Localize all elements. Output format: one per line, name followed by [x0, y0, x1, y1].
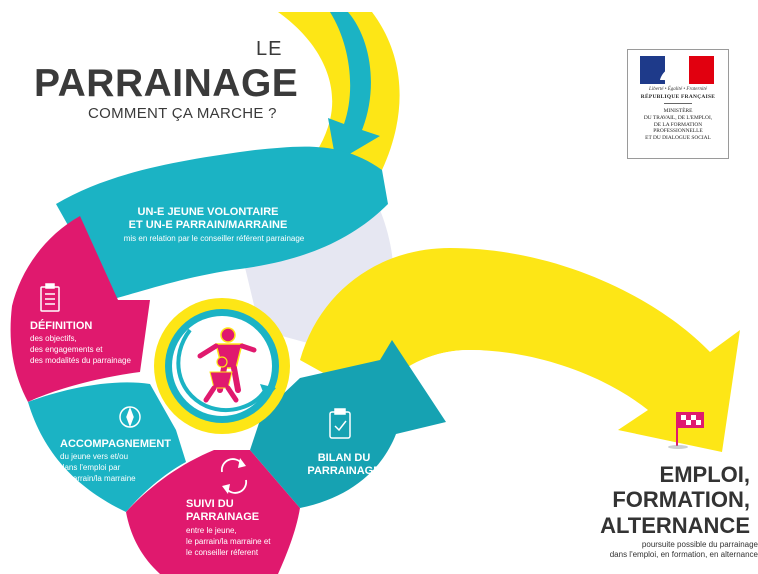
bilan-title: BILAN DU PARRAINAGE	[304, 452, 384, 478]
suivi-body-line2: le parrain/la marraine et	[186, 536, 271, 546]
accompagnement-body-line1: du jeune vers et/ou	[60, 452, 129, 461]
republic-flag-icon	[640, 56, 714, 84]
center-arc-arrowhead	[260, 384, 276, 400]
page-title: PARRAINAGE	[34, 62, 299, 105]
match-title: UN-E JEUNE VOLONTAIRE ET UN-E PARRAIN/MA…	[100, 206, 316, 232]
logo-republic: RÉPUBLIQUE FRANÇAISE	[640, 94, 716, 100]
checklist-icon	[40, 283, 60, 312]
bilan-block	[250, 340, 446, 508]
page-subtitle: COMMENT ÇA MARCHE ?	[88, 105, 277, 122]
definition-body-line3: des modalités du parrainage	[30, 355, 131, 365]
accompagnement-body-line2: dans l'emploi par	[60, 462, 121, 472]
suivi-body: entre le jeune, le parrain/la marraine e…	[186, 526, 306, 558]
suivi-body-line3: le conseiller réferent	[186, 547, 259, 557]
bilan-title-line1: BILAN DU	[317, 452, 371, 464]
match-block	[56, 146, 388, 300]
refresh-icon	[220, 458, 248, 494]
accompagnement-body-line3: le parrain/la marraine	[60, 473, 136, 483]
right-arrow-notch	[372, 350, 588, 410]
compass-icon	[119, 406, 141, 428]
suivi-block	[126, 450, 300, 574]
top-teal-arrow	[328, 12, 380, 162]
accompagnement-block	[28, 382, 186, 512]
suivi-title-line2: PARRAINAGE	[186, 511, 260, 524]
definition-block	[10, 216, 150, 402]
match-body: mis en relation par le conseiller référe…	[123, 234, 305, 243]
center-arc-arrow	[176, 328, 266, 412]
accompagnement-body: du jeune vers et/ou dans l'emploi par le…	[60, 452, 170, 484]
people-icon	[197, 327, 257, 403]
suivi-title: SUIVI DU PARRAINAGE	[186, 498, 259, 524]
right-yellow-arrow	[300, 248, 740, 452]
flag-shadow	[668, 445, 688, 449]
bilan-title-line2: PARRAINAGE	[307, 465, 381, 478]
destination-body: poursuite possible du parrainage dans l'…	[609, 540, 758, 560]
definition-body: des objectifs, des engagements et des mo…	[30, 334, 150, 366]
suivi-body-line1: entre le jeune,	[186, 526, 237, 535]
ministry-logo: Liberté • Égalité • Fraternité RÉPUBLIQU…	[627, 49, 729, 159]
match-title-line1: UN-E JEUNE VOLONTAIRE	[137, 206, 279, 218]
logo-divider	[664, 103, 692, 104]
logo-ministry: MINISTÈRE DU TRAVAIL, DE L'EMPLOI, DE LA…	[643, 108, 713, 141]
accompagnement-title: ACCOMPAGNEMENT	[60, 438, 172, 450]
match-title-line2: ET UN-E PARRAIN/MARRAINE	[128, 219, 288, 232]
definition-title: DÉFINITION	[30, 320, 93, 332]
checkered-flag-icon	[676, 412, 704, 446]
logo-motto: Liberté • Égalité • Fraternité	[649, 87, 707, 92]
definition-body-line1: des objectifs,	[30, 334, 77, 343]
title-le: LE	[256, 38, 283, 60]
definition-body-line2: des engagements et	[30, 344, 103, 354]
suivi-title-line1: SUIVI DU	[186, 498, 234, 510]
clipboard-check-icon	[329, 408, 351, 439]
destination-title: EMPLOI, FORMATION, ALTERNANCE	[600, 462, 750, 538]
